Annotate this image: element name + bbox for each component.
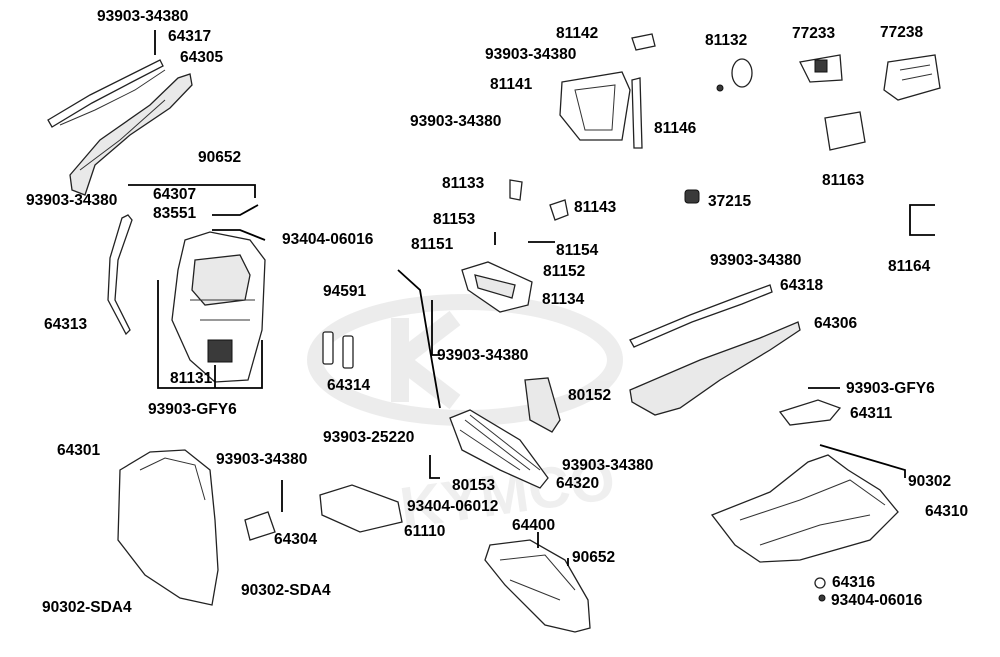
label-93903-34380-h: 93903-34380 — [216, 451, 308, 468]
label-37215: 37215 — [708, 193, 752, 210]
part-64318-trim — [629, 284, 773, 348]
part-77238-lock — [883, 54, 941, 101]
leader-90302 — [819, 444, 906, 478]
label-93903-34380-d: 93903-34380 — [485, 46, 577, 63]
part-64320-grille — [449, 409, 549, 489]
part-37215-clip — [684, 189, 700, 204]
label-81131: 81131 — [170, 370, 213, 387]
part-81133 — [509, 179, 523, 201]
label-80153: 80153 — [452, 477, 496, 494]
part-64317-trim-strip — [47, 59, 166, 128]
leader-93903-34380-b — [128, 184, 256, 198]
label-64316: 64316 — [832, 574, 876, 591]
label-81151: 81151 — [411, 236, 454, 253]
label-93404-06016-b: 93404-06016 — [831, 592, 923, 609]
label-64311: 64311 — [850, 405, 893, 422]
part-64306-side-cover — [629, 321, 801, 416]
label-90652-b: 90652 — [572, 549, 616, 566]
label-64314: 64314 — [327, 377, 371, 394]
label-81163: 81163 — [822, 172, 865, 189]
part-81146-bar — [631, 77, 643, 149]
leader-83551 — [212, 229, 266, 241]
label-93903-34380-c: 93903-34380 — [437, 347, 529, 364]
part-94591-clips — [322, 331, 354, 369]
label-77238: 77238 — [880, 24, 924, 41]
part-64311-plate — [778, 399, 842, 426]
label-93903-34380-b: 93903-34380 — [26, 192, 118, 209]
part-64305-side-strip — [69, 73, 193, 196]
part-64313-strip — [107, 214, 133, 336]
label-93903-25220: 93903-25220 — [323, 429, 415, 446]
part-61110-cover — [319, 484, 403, 533]
label-64310: 64310 — [925, 503, 969, 520]
part-81142-bracket — [631, 33, 656, 51]
label-90302: 90302 — [908, 473, 952, 490]
label-77233: 77233 — [792, 25, 836, 42]
label-93903-34380-g: 93903-34380 — [562, 457, 654, 474]
leader-93903-25220 — [429, 455, 440, 479]
label-64400: 64400 — [512, 517, 556, 534]
leader-93903-34380-c — [431, 300, 440, 356]
label-81142: 81142 — [556, 25, 599, 42]
part-81164-hook — [909, 204, 935, 236]
label-81153: 81153 — [433, 211, 476, 228]
part-81143 — [549, 199, 569, 221]
label-81133: 81133 — [442, 175, 485, 192]
label-93404-06012: 93404-06012 — [407, 498, 499, 515]
part-81163-cover — [824, 111, 866, 151]
label-64320: 64320 — [556, 475, 600, 492]
part-81131-inner-panel — [171, 231, 266, 383]
label-64307: 64307 — [153, 186, 197, 203]
part-64316-nut — [814, 577, 826, 602]
label-90652-a: 90652 — [198, 149, 242, 166]
label-93903-34380-e: 93903-34380 — [410, 113, 502, 130]
label-61110: 61110 — [404, 523, 446, 540]
label-64313: 64313 — [44, 316, 88, 333]
label-64318: 64318 — [780, 277, 824, 294]
label-93903-GFY6-a: 93903-GFY6 — [148, 401, 237, 418]
label-93404-06016-a: 93404-06016 — [282, 231, 374, 248]
label-81152: 81152 — [543, 263, 586, 280]
label-90302-SDA4-b: 90302-SDA4 — [241, 582, 331, 599]
label-93903-34380-f: 93903-34380 — [710, 252, 802, 269]
part-wire-strip — [397, 269, 441, 409]
leader-64307 — [212, 204, 259, 216]
label-83551: 83551 — [153, 205, 197, 222]
label-81132: 81132 — [705, 32, 748, 49]
part-81132-round — [716, 58, 753, 92]
label-81146: 81146 — [654, 120, 697, 137]
part-64400-lower-cover — [484, 539, 591, 633]
label-81141: 81141 — [490, 76, 533, 93]
label-81164: 81164 — [888, 258, 931, 275]
label-90302-SDA4-a: 90302-SDA4 — [42, 599, 132, 616]
part-64304-piece — [244, 511, 276, 541]
label-64304: 64304 — [274, 531, 318, 548]
label-94591: 94591 — [323, 283, 367, 300]
label-64301: 64301 — [57, 442, 101, 459]
label-64317: 64317 — [168, 28, 212, 45]
label-64306: 64306 — [814, 315, 858, 332]
part-80152-panel — [524, 377, 561, 433]
label-64305: 64305 — [180, 49, 224, 66]
part-81134-center — [461, 261, 533, 313]
label-93903-34380-a: 93903-34380 — [97, 8, 189, 25]
part-77233-latch — [799, 54, 843, 83]
label-80152: 80152 — [568, 387, 612, 404]
label-81154: 81154 — [556, 242, 599, 259]
label-81143: 81143 — [574, 199, 617, 216]
label-93903-GFY6-b: 93903-GFY6 — [846, 380, 935, 397]
label-81134: 81134 — [542, 291, 585, 308]
leader-93903-GFY6-a — [157, 280, 263, 389]
part-64301-front-cover — [117, 449, 219, 606]
part-64310-floor-panel — [710, 454, 899, 563]
part-81141-storage-box — [559, 71, 631, 141]
